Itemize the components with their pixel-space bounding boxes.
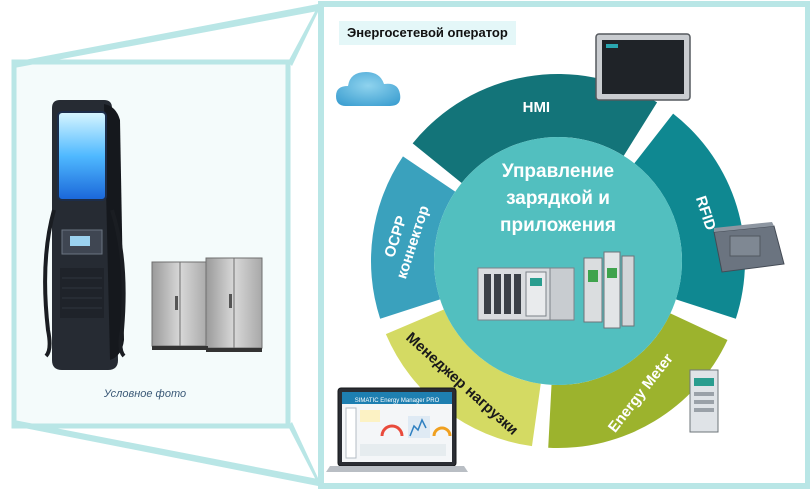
- perspective-line-top: [14, 4, 318, 68]
- ring-segment-hmi: [412, 73, 658, 183]
- perspective-line-bottom: [14, 420, 318, 486]
- ring-segment-load-manager: [385, 309, 541, 447]
- hmi-panel-image: [595, 33, 691, 101]
- ring-segment-rfid: [634, 113, 745, 319]
- energy-meter-image: [689, 369, 719, 433]
- ring-segment-energy-meter: [548, 313, 728, 448]
- perspective-line-top-right: [288, 6, 318, 66]
- electrical-cabinets-image: [151, 257, 263, 352]
- center-text-line-3: приложения: [500, 215, 616, 236]
- center-text-line-1: Управление: [502, 161, 614, 182]
- ring-label-hmi: HMI: [523, 99, 551, 116]
- rfid-reader-image: [713, 222, 785, 273]
- laptop-window-title: SIMATIC Energy Manager PRO: [355, 398, 440, 404]
- cloud-icon: [336, 72, 401, 106]
- grid-operator-label: Энергосетевой оператор: [339, 21, 516, 45]
- controller-modules-image: [477, 251, 635, 329]
- ring-segment-ocpp: [370, 156, 456, 319]
- laptop-image: [326, 387, 468, 472]
- perspective-line-bottom-right: [288, 422, 318, 484]
- center-text-line-2: зарядкой и: [506, 188, 610, 209]
- photo-caption: Условное фото: [103, 388, 187, 400]
- charging-station-image: [43, 100, 126, 370]
